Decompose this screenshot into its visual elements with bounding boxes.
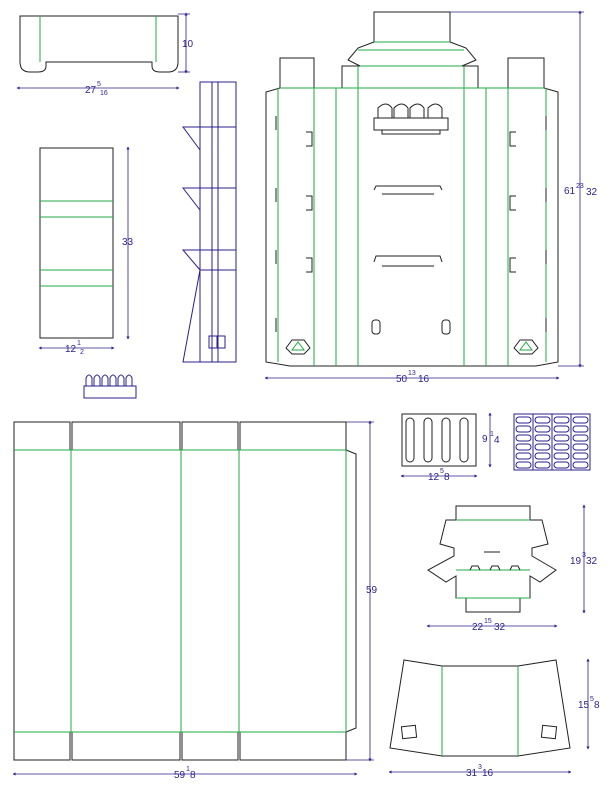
tray-box-height-den: 32 <box>586 556 598 567</box>
capsule-grid-insert <box>513 413 591 471</box>
insert-height-den: 4 <box>494 435 500 446</box>
main-display-height-den: 32 <box>586 187 598 198</box>
tray-top-dieline: 10 27 5 16 <box>16 12 194 97</box>
header-card-height-den: 8 <box>594 700 600 711</box>
side-profile-dieline <box>181 81 237 363</box>
header-card-height-whole: 15 <box>578 700 590 711</box>
tray-top-width-den: 16 <box>100 90 108 97</box>
header-card-height-num: 5 <box>590 696 594 703</box>
header-card-width-den: 16 <box>482 768 494 779</box>
tray-box-height-whole: 19 <box>570 556 582 567</box>
tray-box-width-den: 32 <box>494 622 506 633</box>
main-display-height-whole: 61 <box>564 186 576 197</box>
big-sleeve-width-den: 8 <box>190 770 196 781</box>
big-sleeve-width-num: 1 <box>186 766 190 773</box>
main-display-width-whole: 50 <box>396 374 408 385</box>
panel-tall-dieline: 33 12 1 2 <box>38 146 134 356</box>
tray-box-height-num: 3 <box>582 552 586 559</box>
tray-top-height-label: 10 <box>182 39 194 50</box>
insert-height-num: 1 <box>490 431 494 438</box>
big-sleeve-dieline: 59 59 1 8 <box>12 420 378 781</box>
main-display-dieline: 61 23 32 50 13 16 <box>264 10 598 385</box>
tray-box-width-whole: 22 <box>472 622 484 633</box>
big-sleeve-height-label: 59 <box>366 585 378 596</box>
insert-width-num: 5 <box>440 468 444 475</box>
panel-tall-width-whole: 12 <box>65 344 77 355</box>
insert-small-dieline: 9 1 4 12 5 8 <box>400 412 500 483</box>
main-display-height-num: 23 <box>576 183 584 190</box>
tray-box-dieline: 19 3 32 22 15 32 <box>426 504 598 633</box>
panel-tall-width-num: 1 <box>77 340 81 347</box>
insert-width-whole: 12 <box>428 472 440 483</box>
bump-insert-small <box>83 374 137 399</box>
header-card-width-num: 3 <box>478 764 482 771</box>
main-display-width-den: 16 <box>418 374 430 385</box>
insert-height-whole: 9 <box>482 434 488 445</box>
insert-width-den: 8 <box>444 472 450 483</box>
tray-top-width-whole: 27 <box>85 85 97 96</box>
tray-box-width-num: 15 <box>484 618 492 625</box>
panel-tall-height-label: 33 <box>122 237 134 248</box>
tray-top-width-num: 5 <box>97 81 101 88</box>
header-card-dieline: 15 5 8 31 3 16 <box>388 658 600 779</box>
main-display-width-num: 13 <box>408 370 416 377</box>
panel-tall-width-den: 2 <box>80 349 84 356</box>
big-sleeve-width-whole: 59 <box>174 770 186 781</box>
header-card-width-whole: 31 <box>466 768 478 779</box>
